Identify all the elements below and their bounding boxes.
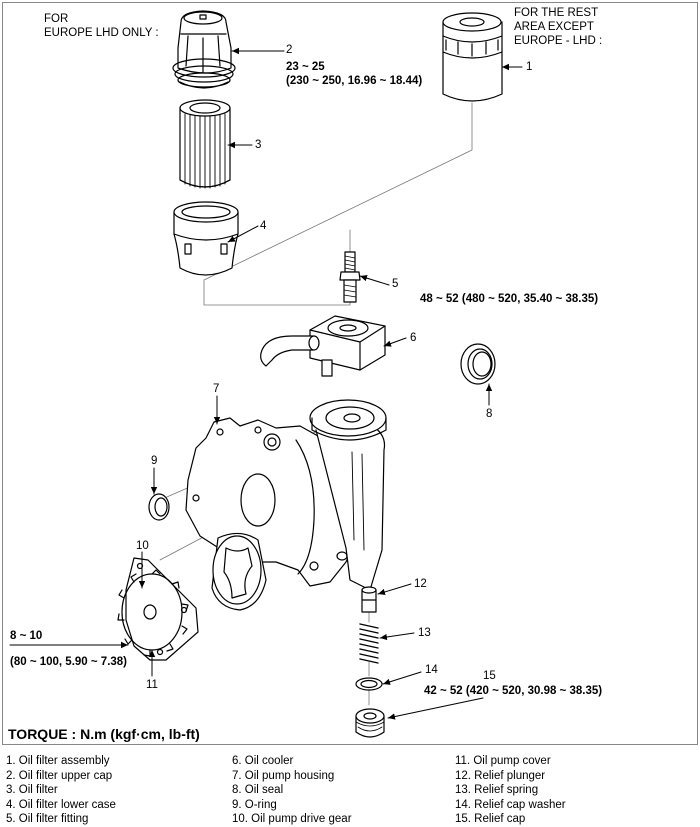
legend-item: 13. Relief spring [455, 784, 539, 797]
callout-4: 4 [260, 220, 267, 232]
callout-2: 2 [286, 44, 293, 56]
legend-item: 14. Relief cap washer [455, 798, 566, 811]
legend-item: 4. Oil filter lower case [6, 798, 116, 811]
oil-cooler-drawing [260, 315, 386, 377]
leader-4 [227, 225, 259, 243]
diagram-frame [2, 2, 698, 745]
callout-13: 13 [418, 627, 431, 639]
callout-14: 14 [425, 664, 438, 676]
callout-8: 8 [486, 408, 493, 420]
oil-filter-upper-cap-drawing [172, 10, 236, 89]
torque-5: 48 ~ 52 (480 ~ 520, 35.40 ~ 38.35) [420, 293, 599, 305]
leader-12 [377, 583, 412, 596]
callout-leaders [9, 47, 523, 720]
callout-9: 9 [151, 455, 158, 467]
legend-item: 15. Relief cap [455, 813, 526, 826]
legend-column-3: 11. Oil pump cover 12. Relief plunger 13… [455, 754, 566, 827]
rest-area-note-line-1: FOR THE REST [514, 7, 599, 19]
assembly-guide-lines [159, 102, 473, 706]
leader-13 [379, 632, 415, 641]
callout-5: 5 [392, 278, 399, 290]
torque-unit-title: TORQUE : N.m (kgf·cm, lb-ft) [8, 726, 200, 742]
legend-item: 5. Oil filter fitting [6, 813, 89, 826]
legend-item: 9. O-ring [232, 798, 277, 811]
callout-6: 6 [410, 332, 417, 344]
leader-14 [382, 671, 422, 685]
relief-cap-washer-drawing [355, 677, 383, 691]
callout-10: 10 [136, 540, 149, 552]
oil-filter-fitting-drawing [339, 251, 361, 303]
europe-lhd-note: FOR EUROPE LHD ONLY : [44, 12, 159, 40]
leader-15 [387, 697, 484, 720]
torque-11-nm: 8 ~ 10 [10, 630, 43, 642]
callout-15: 15 [483, 670, 496, 682]
relief-spring-drawing [359, 623, 379, 664]
callout-1: 1 [526, 61, 533, 73]
oil-filter-element-drawing [179, 99, 231, 189]
europe-lhd-note-line-2: EUROPE LHD ONLY : [44, 27, 159, 39]
relief-plunger-drawing [361, 586, 377, 613]
oil-pump-drive-gear-drawing [211, 532, 267, 611]
legend-item: 1. Oil filter assembly [6, 755, 110, 767]
o-ring-drawing [148, 493, 170, 521]
relief-cap-drawing [355, 708, 385, 738]
legend-item: 6. Oil cooler [232, 755, 294, 767]
torque-11-detail: (80 ~ 100, 5.90 ~ 7.38) [10, 656, 128, 668]
oil-filter-lower-case-drawing [173, 201, 239, 276]
legend-column-2: 6. Oil cooler 7. Oil pump housing 8. Oil… [232, 754, 352, 827]
legend-item: 10. Oil pump drive gear [232, 813, 352, 826]
leader-6 [383, 337, 407, 347]
callout-12: 12 [414, 578, 427, 590]
callout-7: 7 [213, 383, 220, 395]
oil-filter-canister-drawing [442, 12, 503, 102]
legend-item: 3. Oil filter [6, 784, 58, 797]
rest-area-note: FOR THE REST AREA EXCEPT EUROPE - LHD : [514, 6, 602, 48]
legend-item: 11. Oil pump cover [455, 755, 551, 767]
legend-item: 2. Oil filter upper cap [6, 769, 113, 782]
legend-column-1: 1. Oil filter assembly 2. Oil filter upp… [6, 754, 116, 827]
rest-area-note-line-2: AREA EXCEPT [514, 21, 594, 33]
legend-item: 7. Oil pump housing [232, 769, 335, 782]
legend-item: 8. Oil seal [232, 784, 284, 797]
leader-5 [359, 275, 390, 286]
torque-15: 42 ~ 52 (420 ~ 520, 30.98 ~ 38.35) [424, 685, 603, 697]
torque-2-nm: 23 ~ 25 [286, 61, 325, 73]
callout-11: 11 [146, 679, 158, 691]
oil-pump-cover-drawing [117, 557, 199, 661]
europe-lhd-note-line-1: FOR [44, 13, 69, 25]
rest-area-note-line-3: EUROPE - LHD : [514, 35, 603, 47]
callout-3: 3 [255, 139, 262, 151]
oil-seal-drawing [460, 343, 496, 385]
legend-item: 12. Relief plunger [455, 769, 546, 782]
torque-2-detail: (230 ~ 250, 16.96 ~ 18.44) [286, 75, 423, 87]
